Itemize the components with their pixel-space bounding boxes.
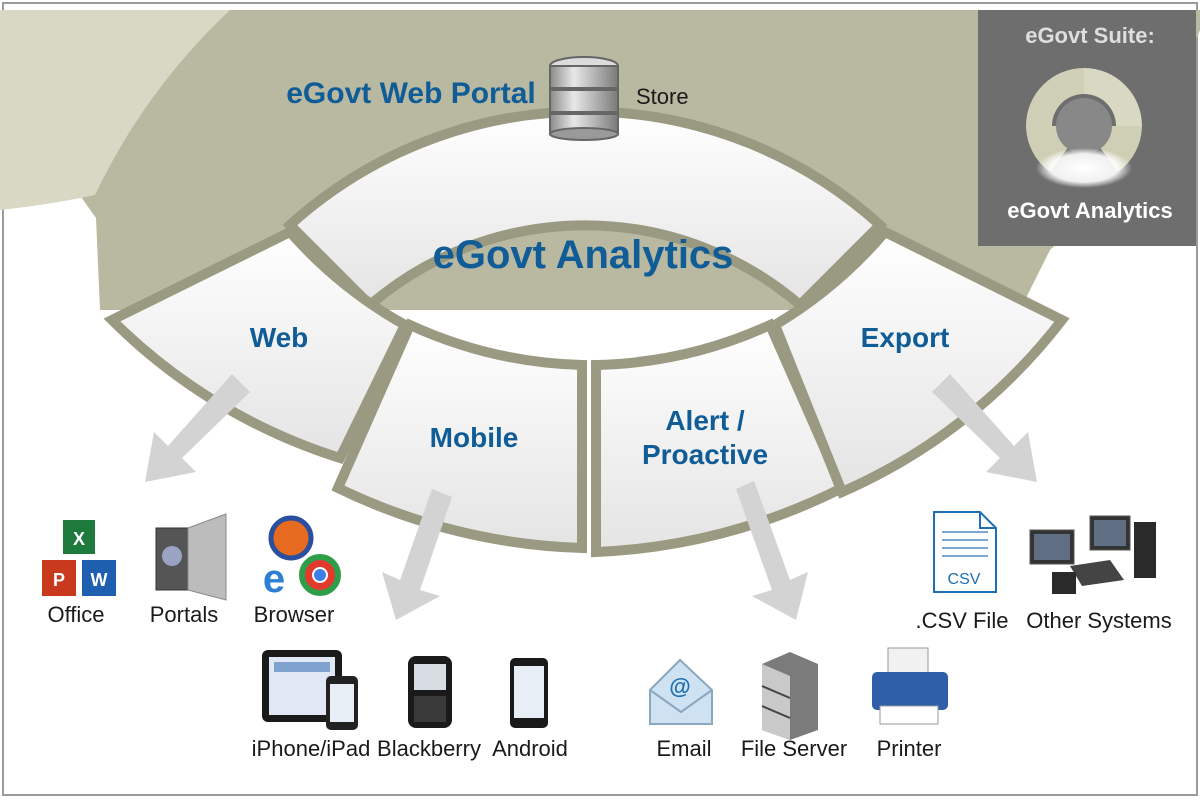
browser-icons: e: [263, 515, 341, 601]
portal-screen-icon: [155, 513, 227, 601]
csv-file-icon: CSV: [933, 511, 997, 593]
output-android: Android: [492, 736, 568, 761]
output-portals: Portals: [150, 602, 218, 627]
suite-caption: eGovt Analytics: [1007, 198, 1172, 223]
channel-export-label: Export: [861, 322, 950, 353]
file-server-icon: [761, 652, 818, 740]
android-phone-icon: [510, 658, 548, 728]
output-printer: Printer: [877, 736, 942, 761]
output-blackberry: Blackberry: [377, 736, 481, 761]
output-email: Email: [656, 736, 711, 761]
analytics-segment: [282, 106, 888, 312]
output-office: Office: [47, 602, 104, 627]
channel-web-label: Web: [250, 322, 309, 353]
output-file-server: File Server: [741, 736, 847, 761]
word-icon: W: [82, 560, 116, 596]
suite-panel: [978, 10, 1196, 246]
segment-export: [768, 225, 1070, 499]
channel-alert-label-line2: Proactive: [642, 439, 768, 470]
segment-mobile: [331, 318, 587, 554]
svg-text:W: W: [91, 570, 108, 590]
blackberry-icon: [408, 656, 452, 728]
arrow-web: [145, 374, 250, 482]
database-icon: [549, 56, 619, 141]
arrow-alert: [736, 481, 808, 620]
csv-icon-text: CSV: [948, 571, 981, 588]
output-browser: Browser: [254, 602, 335, 627]
powerpoint-icon: P: [42, 560, 76, 596]
output-iphone-ipad: iPhone/iPad: [252, 736, 371, 761]
svg-text:X: X: [73, 529, 85, 549]
arrow-mobile: [382, 489, 452, 620]
internet-explorer-icon: e: [263, 557, 285, 601]
channel-segments: [103, 225, 1070, 558]
flow-arrows: [145, 374, 1037, 620]
center-title: eGovt Analytics: [433, 233, 734, 277]
excel-icon: X: [63, 520, 95, 554]
arrow-export: [932, 374, 1037, 482]
suite-heading: eGovt Suite:: [1025, 23, 1155, 48]
portal-title: eGovt Web Portal: [286, 77, 536, 110]
computer-systems-icon: [1029, 515, 1156, 594]
svg-text:P: P: [53, 570, 65, 590]
tablet-phone-icon: [262, 650, 358, 730]
store-label: Store: [636, 84, 689, 109]
office-icons: X P W: [42, 520, 116, 596]
email-envelope-icon: @: [649, 658, 713, 725]
firefox-icon: [268, 515, 314, 561]
output-other-systems: Other Systems: [1026, 608, 1171, 633]
svg-text:@: @: [669, 674, 690, 699]
segment-web: [103, 225, 412, 465]
output-csv-file: .CSV File: [916, 608, 1009, 633]
channel-alert-label-line1: Alert /: [665, 405, 745, 436]
channel-mobile-label: Mobile: [430, 422, 519, 453]
printer-icon: [872, 647, 948, 725]
